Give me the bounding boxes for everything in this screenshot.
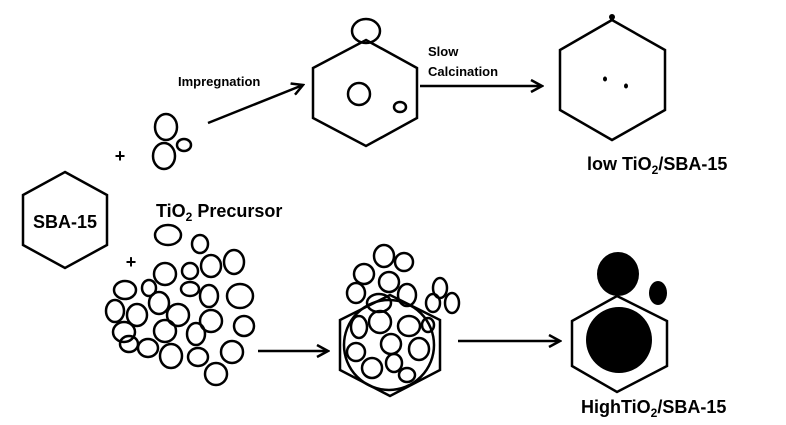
precursor-bubble xyxy=(104,298,126,324)
tio2-particle-top xyxy=(597,252,639,296)
precursor-bubble xyxy=(199,253,223,279)
precursor-bubble xyxy=(225,282,255,310)
pore-bubble xyxy=(396,282,418,308)
pore-bubble xyxy=(346,81,372,107)
tio2-particle-side xyxy=(649,281,667,305)
low-loading-product: low TiO2/SBA-15 xyxy=(558,14,727,177)
precursor-high-bubbles xyxy=(104,223,256,387)
precursor-bubble xyxy=(190,233,210,255)
pore-bubble xyxy=(384,352,404,374)
pore-bubble xyxy=(352,262,376,286)
precursor-bubble xyxy=(152,318,178,344)
pore-bubble xyxy=(407,336,431,362)
tio2-particle-large xyxy=(586,307,652,373)
sba15-hexagon xyxy=(21,170,109,270)
impregnation-label: Impregnation xyxy=(178,74,260,89)
precursor-bubble xyxy=(219,339,245,365)
precursor-bubble xyxy=(125,302,149,328)
high-impregnated-hexagon xyxy=(338,293,442,398)
precursor-bubble xyxy=(111,320,137,344)
pore-bubble xyxy=(443,291,461,315)
precursor-bubble xyxy=(151,141,177,171)
sba15-start: SBA-15 xyxy=(21,170,109,270)
precursor-bubble xyxy=(198,283,220,309)
low-loading-label: low TiO2/SBA-15 xyxy=(587,154,727,177)
impregnation-arrow xyxy=(207,85,303,125)
impregnated-hexagon xyxy=(311,38,419,148)
precursor-bubble xyxy=(222,248,246,276)
plus-sign-bottom: + xyxy=(126,252,137,272)
high-loading-label: HighTiO2/SBA-15 xyxy=(581,397,726,420)
precursor-low-bubbles xyxy=(151,112,193,171)
pore-bubble xyxy=(349,314,369,340)
high-loading-product: HighTiO2/SBA-15 xyxy=(570,252,726,420)
high-impregnated-group xyxy=(338,243,461,398)
tio2-particle xyxy=(603,76,607,82)
precursor-bubble xyxy=(180,261,200,281)
pore-bubble xyxy=(377,270,401,294)
pore-bubble xyxy=(397,366,417,384)
pore-bubble xyxy=(345,341,367,363)
precursor-bubble xyxy=(175,137,193,153)
precursor-bubble xyxy=(152,261,178,287)
tio2-particle xyxy=(624,83,628,89)
precursor-bubble xyxy=(203,361,229,387)
calcination-label: Calcination xyxy=(428,64,498,79)
tio2-particle xyxy=(609,14,615,20)
precursor-bubble xyxy=(112,279,138,301)
high-loading-hexagon xyxy=(570,294,669,394)
precursor-bubble xyxy=(153,112,179,142)
precursor-bubble xyxy=(118,334,140,354)
plus-sign-top: + xyxy=(115,146,126,166)
pore-bubble xyxy=(396,314,422,338)
pore-bubble xyxy=(379,332,403,356)
pore-boundary-circle xyxy=(342,298,436,392)
slow-label: Slow xyxy=(428,44,459,59)
pore-bubble xyxy=(360,356,384,380)
precursor-bubble xyxy=(179,280,201,298)
precursor-bubble xyxy=(136,337,160,359)
pore-bubble xyxy=(420,316,436,334)
pore-bubble xyxy=(350,17,382,45)
precursor-bubble xyxy=(147,290,171,316)
precursor-bubble xyxy=(140,278,158,298)
precursor-bubble xyxy=(185,321,207,347)
pore-bubble xyxy=(345,281,367,305)
sba15-label: SBA-15 xyxy=(33,212,97,232)
precursor-bubble xyxy=(198,308,224,334)
precursor-bubble xyxy=(153,223,183,247)
pore-bubble xyxy=(372,243,396,269)
low-loading-hexagon xyxy=(558,18,667,142)
precursor-bubble xyxy=(186,346,210,368)
precursor-label: TiO2 Precursor xyxy=(156,201,282,224)
precursor-bubble xyxy=(232,314,256,338)
precursor-bubble xyxy=(158,342,184,370)
precursor-bubble xyxy=(165,302,191,328)
pore-bubble xyxy=(424,292,442,314)
pore-bubble xyxy=(392,100,408,114)
impregnated-hexagon-group xyxy=(311,17,419,148)
pore-bubble xyxy=(393,251,415,273)
pore-bubble xyxy=(367,309,393,335)
